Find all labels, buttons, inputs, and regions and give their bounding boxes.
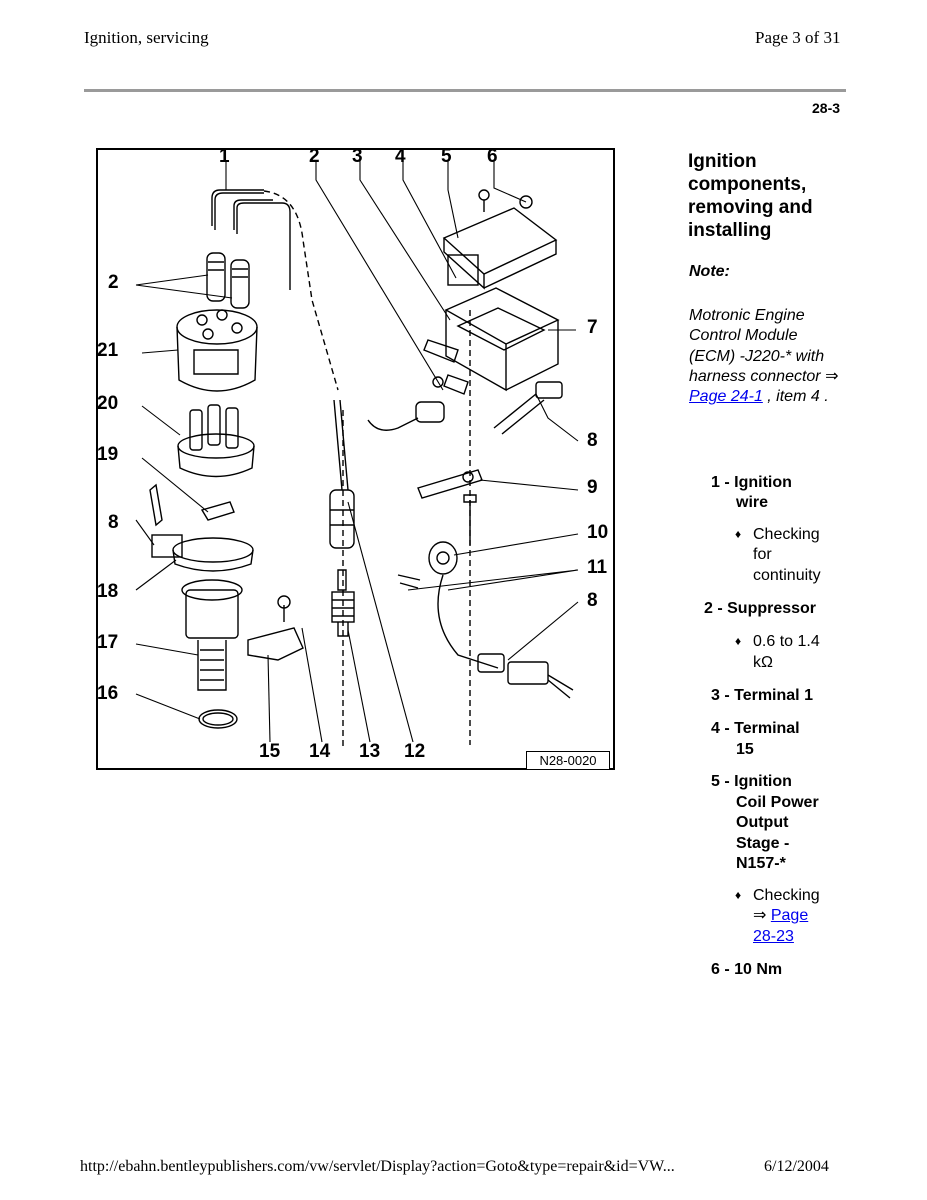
item-4-line-1: 4 - Terminal	[711, 720, 800, 737]
item-4-line-2: 15	[736, 741, 754, 758]
item-3: 3 - Terminal 1	[711, 687, 813, 704]
bullet-icon: ♦	[735, 527, 742, 541]
callout-10: 10	[587, 522, 609, 543]
callout-5: 5	[441, 146, 452, 167]
callout-9: 9	[587, 477, 598, 498]
callout-12: 12	[404, 741, 426, 762]
exploded-view-drawing	[135, 160, 579, 750]
page-number: 28-3	[812, 100, 841, 116]
callout-15: 15	[259, 741, 281, 762]
callout-6: 6	[487, 146, 498, 167]
callout-18: 18	[97, 581, 119, 602]
callout-8-upper: 8	[587, 430, 598, 451]
note-text: Motronic Engine Control Module (ECM) -J2…	[689, 307, 825, 385]
item-2-sub-line-1: 0.6 to 1.4	[753, 633, 820, 650]
note-label: Note:	[689, 263, 730, 280]
item-5-line-2: Coil Power	[736, 794, 819, 811]
bullet-icon: ♦	[735, 634, 742, 648]
callout-7: 7	[587, 317, 598, 338]
item-2: 2 - Suppressor	[704, 600, 817, 617]
item-1-sub-line-2: for	[753, 546, 772, 563]
callout-21: 21	[97, 340, 119, 361]
note-suffix: , item 4 .	[762, 388, 829, 406]
footer-url: http://ebahn.bentleypublishers.com/vw/se…	[80, 1158, 675, 1175]
item-5-line-3: Output	[736, 814, 789, 831]
item-5-line-1: 5 - Ignition	[711, 773, 792, 790]
callout-14: 14	[309, 741, 331, 762]
page-28-23-link-cont[interactable]: 28-23	[753, 928, 794, 945]
callout-16: 16	[97, 683, 119, 704]
callout-11: 11	[587, 557, 608, 578]
item-5-sub-line-2: ⇒ Page	[753, 906, 808, 927]
callout-3: 3	[352, 146, 363, 167]
page-24-1-link[interactable]: Page 24-1	[689, 388, 763, 406]
item-5-line-4: Stage -	[736, 835, 790, 852]
figure-code: N28-0020	[526, 751, 610, 770]
header-divider	[84, 89, 846, 92]
callout-20: 20	[97, 393, 119, 414]
bullet-icon: ♦	[735, 888, 742, 902]
callout-8-left: 8	[108, 512, 119, 533]
callout-2-left: 2	[108, 272, 119, 293]
item-5-line-5: N157-*	[736, 855, 786, 872]
page-28-23-link[interactable]: Page	[770, 907, 809, 924]
header-page-count: Page 3 of 31	[755, 28, 841, 47]
callout-13: 13	[359, 741, 381, 762]
callout-17: 17	[97, 632, 119, 653]
callout-2-top: 2	[309, 146, 320, 167]
item-1-sub-line-3: continuity	[753, 567, 821, 584]
item-1-line-2: wire	[736, 494, 769, 511]
arrow-icon: ⇒	[753, 907, 767, 924]
item-1-line-1: 1 - Ignition	[711, 474, 792, 491]
arrow-icon: ⇒	[825, 367, 839, 385]
section-title: Ignition components, removing and instal…	[688, 151, 813, 241]
callout-19: 19	[97, 444, 119, 465]
item-5-sub-line-3: 28-23	[753, 927, 794, 948]
footer-date: 6/12/2004	[764, 1158, 829, 1175]
callout-4: 4	[395, 146, 406, 167]
callout-8-lower: 8	[587, 590, 598, 611]
note-body: Motronic Engine Control Module (ECM) -J2…	[689, 306, 839, 407]
item-1-sub-line-1: Checking	[753, 526, 820, 543]
ignition-components-figure: 1 2 3 4 5 6 7 8 9 10 11 8 12 13 14 15 16…	[96, 146, 615, 770]
item-5-sub-line-1: Checking	[753, 887, 820, 904]
header-title: Ignition, servicing	[84, 28, 209, 47]
callout-1: 1	[219, 146, 230, 167]
item-6: 6 - 10 Nm	[711, 961, 783, 978]
item-2-sub-line-2: kΩ	[753, 654, 773, 671]
